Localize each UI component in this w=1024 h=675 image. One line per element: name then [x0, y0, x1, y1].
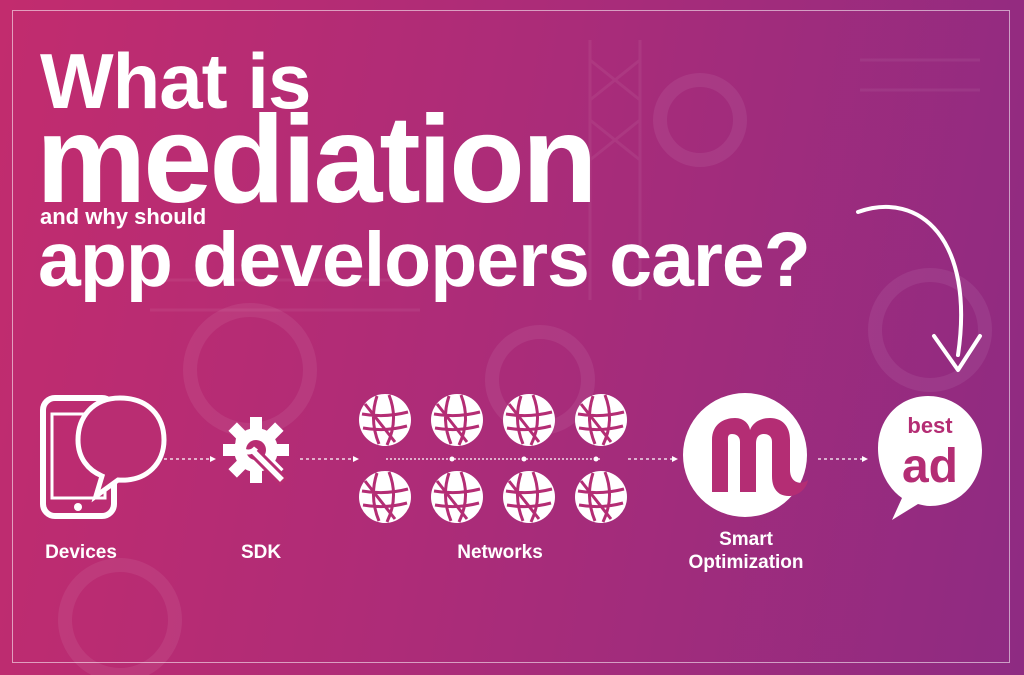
- globe-icon: [359, 471, 411, 523]
- globe-icon: [503, 471, 555, 523]
- globe-icon: [503, 394, 555, 446]
- gear-wrench-icon: [223, 417, 289, 487]
- mediation-logo-icon: [683, 393, 808, 517]
- headline-mediation: mediation: [36, 91, 598, 229]
- speech-bubble-icon: [75, 395, 167, 503]
- headline-app-developers-care: app developers care?: [38, 217, 811, 303]
- connector-arrowheads: [210, 456, 868, 462]
- headline-what-is: What is: [40, 37, 311, 125]
- globe-icon: [575, 394, 627, 446]
- label-sdk: SDK: [240, 542, 282, 563]
- curved-arrow-icon: [856, 205, 982, 372]
- bestad-logo-icon: best ad: [878, 396, 982, 520]
- label-networks: Networks: [457, 542, 543, 563]
- globe-icon: [359, 394, 411, 446]
- bestad-bottom-text: ad: [902, 440, 958, 493]
- label-smart-optimization: Smart Optimization: [666, 529, 826, 575]
- label-smart: Smart: [719, 529, 773, 550]
- globe-icon: [431, 394, 483, 446]
- bestad-top-text: best: [907, 413, 953, 438]
- globe-icon: [575, 471, 627, 523]
- label-optimization: Optimization: [688, 551, 804, 573]
- headline-and-why-should: and why should: [40, 204, 207, 229]
- label-devices: Devices: [45, 542, 117, 563]
- globe-icon: [431, 471, 483, 523]
- globe-grid: [359, 394, 627, 523]
